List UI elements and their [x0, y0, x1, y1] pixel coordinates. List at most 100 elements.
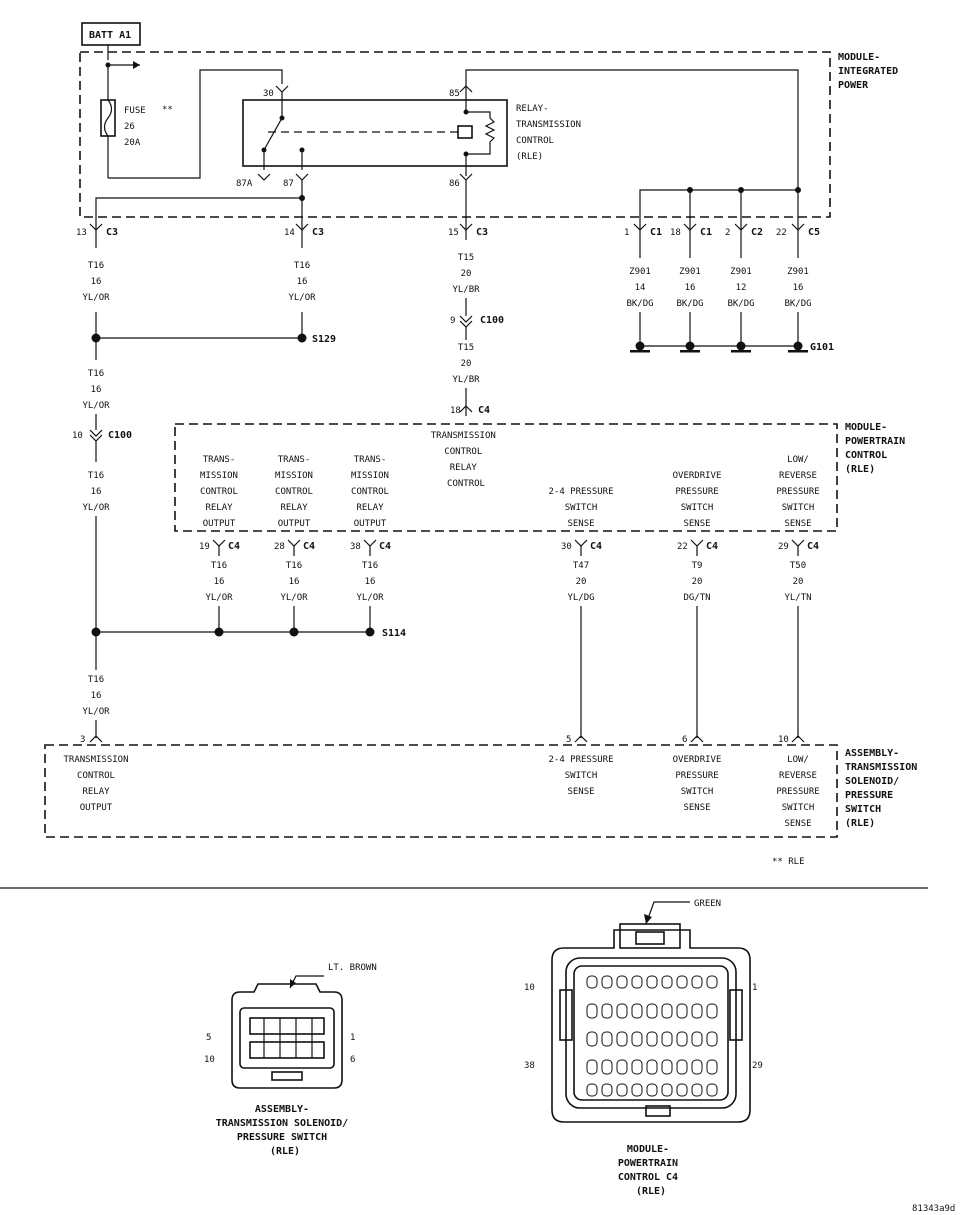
svg-text:18: 18 [450, 406, 461, 416]
pin-cavity [661, 1059, 673, 1075]
svg-text:38: 38 [350, 542, 361, 552]
relay-pin-30: 30 [263, 89, 274, 99]
svg-text:C4: C4 [379, 541, 391, 552]
batt-label: BATT A1 [89, 30, 131, 41]
pin-cavity [616, 1003, 628, 1019]
pin-cavity [601, 1083, 613, 1097]
svg-text:C3: C3 [476, 227, 488, 238]
pin-cavity [676, 1031, 688, 1047]
pin-cavity [616, 1059, 628, 1075]
pin-cavity [706, 1059, 718, 1075]
svg-text:22: 22 [677, 542, 688, 552]
small-pin-tl: 5 [206, 1033, 211, 1043]
splice-s114: S114 [382, 628, 406, 639]
svg-text:C100: C100 [480, 315, 504, 326]
svg-text:10: 10 [778, 735, 789, 745]
svg-text:1: 1 [624, 228, 629, 238]
small-pin-bl: 10 [204, 1055, 215, 1065]
batt-box [81, 22, 141, 46]
pin-cavity [676, 1003, 688, 1019]
pin-cavity [676, 1059, 688, 1075]
solenoid-connector-view [231, 983, 343, 1089]
svg-text:15: 15 [448, 228, 459, 238]
pin-cavity [586, 975, 598, 989]
pin-cavity [616, 1083, 628, 1097]
assembly-solenoid-box [44, 744, 838, 838]
svg-text:C1: C1 [650, 227, 662, 238]
svg-text:5: 5 [566, 735, 571, 745]
svg-text:C4: C4 [590, 541, 602, 552]
relay-box [242, 99, 508, 167]
connector-10-c100: 10 C100 [72, 429, 132, 442]
module-integrated-power-label: MODULE- INTEGRATED POWER [838, 52, 904, 91]
svg-text:C5: C5 [808, 227, 820, 238]
pin-cavity [631, 1003, 643, 1019]
relay-pin-87a: 87A [236, 179, 253, 189]
connector-18-c4: 18 C4 [450, 405, 490, 416]
pin-cavity [676, 1083, 688, 1097]
large-connector-color: GREEN [694, 899, 721, 909]
relay-pin-87: 87 [283, 179, 294, 189]
connector-9-c100: 9 C100 [450, 315, 504, 328]
pin-cavity [586, 1031, 598, 1047]
pin-cavity [586, 1003, 598, 1019]
svg-text:C4: C4 [706, 541, 718, 552]
pin-cavity [601, 975, 613, 989]
pin-cavity [706, 1083, 718, 1097]
connector-38-c4: 38 C4 [350, 539, 391, 556]
pin-cavity [616, 1031, 628, 1047]
pin-cavity [691, 1083, 703, 1097]
svg-text:14: 14 [284, 228, 295, 238]
splice-s129: S129 [312, 334, 336, 345]
svg-text:C3: C3 [312, 227, 324, 238]
module-integrated-power-box [79, 51, 831, 218]
solenoid-pin-10: 10 [778, 735, 805, 745]
large-pin-tl: 10 [524, 983, 535, 993]
svg-text:18: 18 [670, 228, 681, 238]
ground-g101: G101 [810, 342, 834, 353]
pin-cavity [616, 975, 628, 989]
connector-2-c2: 2 C2 [725, 218, 763, 258]
fuse-note: ** [162, 105, 173, 115]
pin-cavity [691, 1059, 703, 1075]
pin-cavity [586, 1083, 598, 1097]
svg-text:C4: C4 [478, 405, 490, 416]
svg-text:29: 29 [778, 542, 789, 552]
svg-text:28: 28 [274, 542, 285, 552]
connector-18-c1: 18 C1 [670, 218, 712, 258]
pin-cavity [691, 1031, 703, 1047]
connector-19-c4: 19 C4 [199, 539, 240, 556]
pin-cavity [586, 1059, 598, 1075]
svg-text:C1: C1 [700, 227, 712, 238]
svg-text:C100: C100 [108, 430, 132, 441]
relay-pin-85: 85 [449, 89, 460, 99]
pin-cavity [601, 1059, 613, 1075]
pin-cavity [691, 975, 703, 989]
svg-text:C4: C4 [303, 541, 315, 552]
svg-text:19: 19 [199, 542, 210, 552]
pcm-c4-connector-view [551, 923, 751, 1123]
svg-text:22: 22 [776, 228, 787, 238]
pin-cavity [646, 975, 658, 989]
pin-cavity [631, 1059, 643, 1075]
svg-text:C2: C2 [751, 227, 763, 238]
svg-text:13: 13 [76, 228, 87, 238]
small-connector-caption: ASSEMBLY- TRANSMISSION SOLENOID/ PRESSUR… [216, 1104, 354, 1157]
svg-text:10: 10 [72, 431, 83, 441]
assembly-solenoid-label: ASSEMBLY- TRANSMISSION SOLENOID/ PRESSUR… [845, 748, 923, 829]
svg-text:30: 30 [561, 542, 572, 552]
svg-text:C4: C4 [228, 541, 240, 552]
